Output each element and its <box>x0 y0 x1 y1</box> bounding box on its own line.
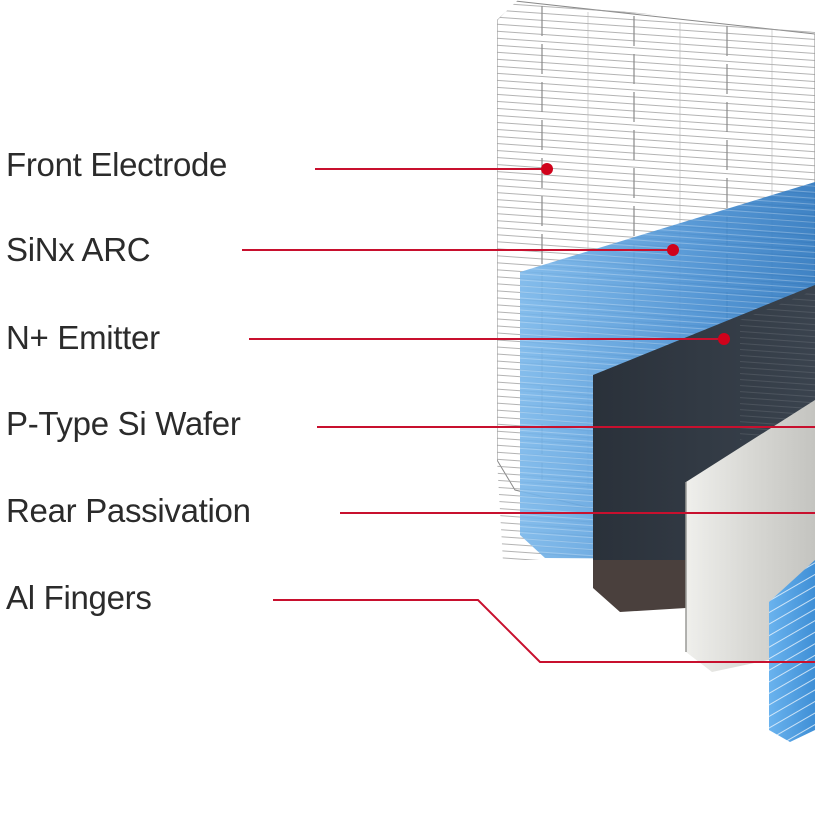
label-front-electrode: Front Electrode <box>6 146 228 183</box>
leader-al-fingers <box>273 599 815 663</box>
label-n-emitter: N+ Emitter <box>6 319 160 356</box>
label-rear-passivation: Rear Passivation <box>6 492 251 529</box>
label-al-fingers: Al Fingers <box>6 579 152 616</box>
al-fingers-layer <box>769 560 815 742</box>
leader-dots <box>541 163 730 345</box>
dot-n-emitter <box>718 333 730 345</box>
leader-lines <box>242 168 815 663</box>
dot-front-electrode <box>541 163 553 175</box>
label-sinx-arc: SiNx ARC <box>6 231 151 268</box>
label-p-wafer: P-Type Si Wafer <box>6 405 241 442</box>
dot-sinx-arc <box>667 244 679 256</box>
